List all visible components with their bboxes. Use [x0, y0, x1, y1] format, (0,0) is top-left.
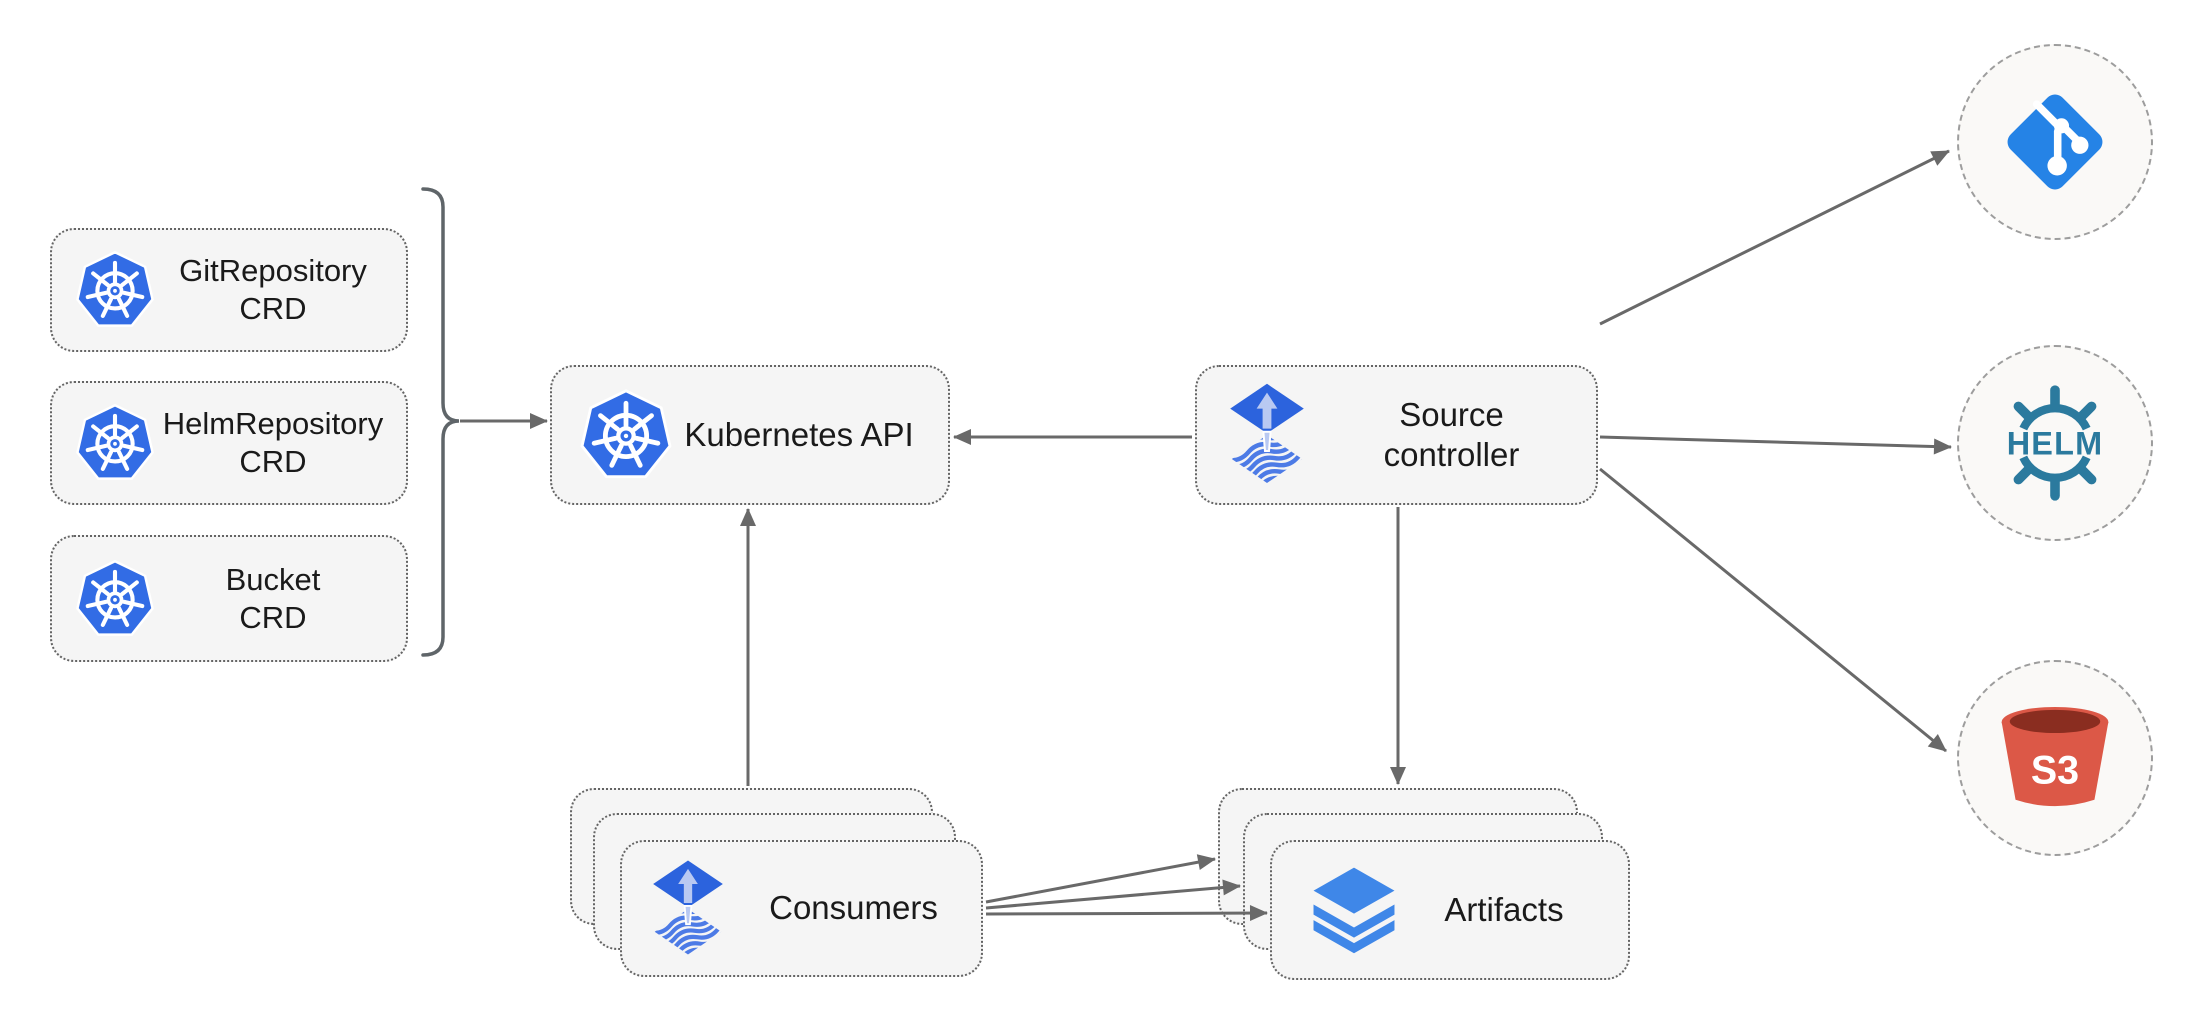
node-helmrepository-crd: HelmRepository CRD — [50, 381, 408, 505]
node-label-line1: Source — [1399, 395, 1504, 433]
crd-group-brace — [421, 187, 460, 657]
edge-source-controller-to-s3 — [1599, 467, 1947, 753]
node-helm: HELM — [1957, 345, 2153, 541]
node-label-line2: controller — [1383, 436, 1520, 473]
edge-source-controller-to-helm — [1599, 435, 1952, 455]
node-label: Kubernetes API — [674, 415, 924, 455]
node-artifacts: Artifacts — [1270, 840, 1630, 980]
flux-icon — [650, 859, 726, 959]
flux-icon — [1227, 382, 1307, 488]
edge-consumers-to-artifacts-2 — [985, 879, 1241, 910]
kubernetes-icon — [74, 558, 156, 640]
git-icon — [2007, 94, 2103, 190]
node-label-line2: CRD — [239, 291, 307, 326]
node-label-line2: CRD — [239, 599, 307, 635]
node-label-line2: CRD — [239, 444, 307, 479]
kubernetes-icon — [74, 402, 156, 484]
node-label: HelmRepository CRD — [156, 405, 390, 481]
node-label: Artifacts — [1400, 890, 1608, 930]
node-label-line1: HelmRepository — [162, 406, 384, 442]
node-label: Source controller — [1307, 395, 1596, 476]
node-label: GitRepository CRD — [156, 252, 390, 328]
edge-source-controller-to-git — [1599, 149, 1950, 326]
node-git — [1957, 44, 2153, 240]
node-label-line1: GitRepository — [179, 253, 367, 289]
layers-icon — [1308, 864, 1400, 956]
node-label: Bucket CRD — [156, 561, 390, 637]
node-label-line1: Bucket — [225, 561, 321, 597]
node-source-controller: Source controller — [1195, 365, 1598, 505]
s3-wordmark: S3 — [2031, 749, 2079, 793]
node-consumers: Consumers — [620, 840, 983, 977]
helm-wordmark: HELM — [2007, 425, 2104, 461]
node-kubernetes-api: Kubernetes API — [550, 365, 950, 505]
kubernetes-icon — [74, 249, 156, 331]
node-bucket-crd: Bucket CRD — [50, 535, 408, 662]
node-s3: S3 — [1957, 660, 2153, 856]
edge-consumers-to-artifacts-1 — [985, 854, 1216, 904]
s3-bucket-icon: S3 — [2001, 706, 2109, 807]
helm-icon: HELM — [2007, 385, 2104, 501]
node-label-line1: Kubernetes API — [684, 415, 914, 453]
node-label-line1: Artifacts — [1444, 890, 1564, 928]
node-label: Consumers — [726, 888, 981, 928]
node-label-line1: Consumers — [769, 889, 938, 927]
node-gitrepository-crd: GitRepository CRD — [50, 228, 408, 352]
kubernetes-icon — [578, 387, 674, 483]
